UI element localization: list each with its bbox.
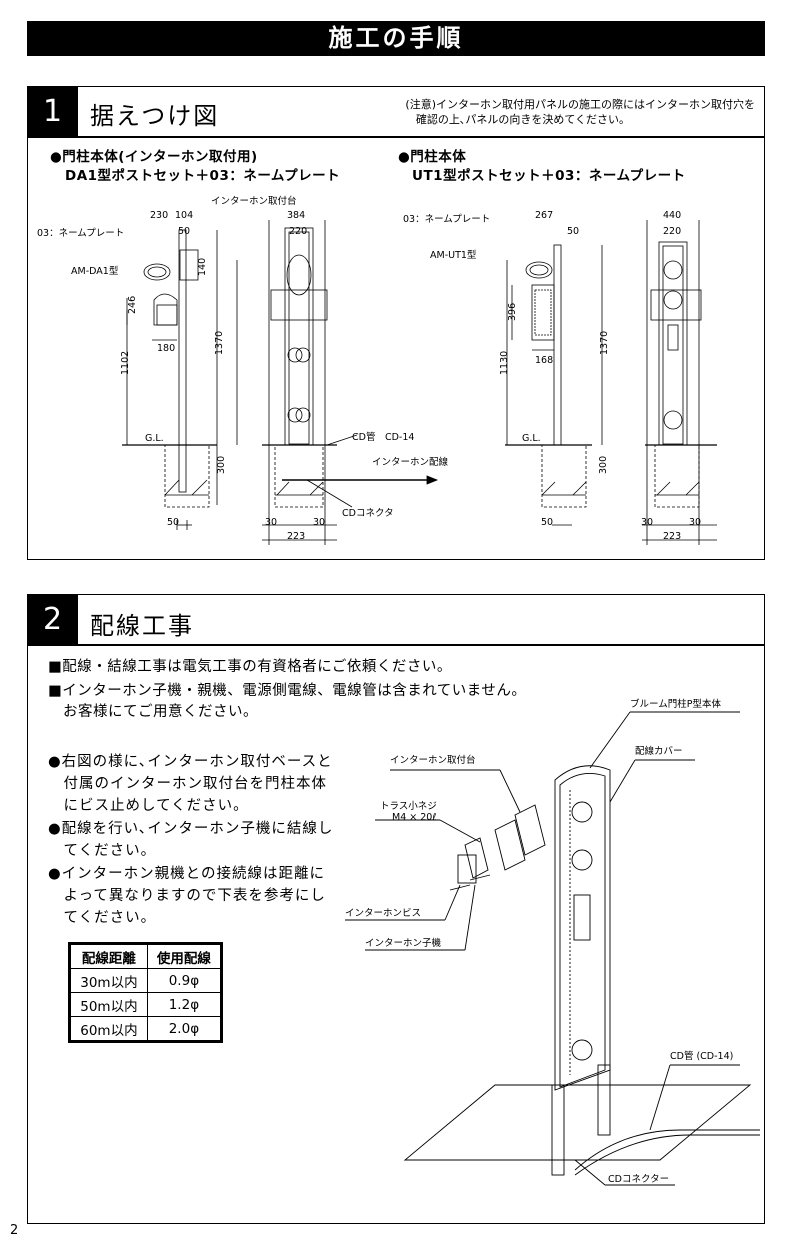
dim-50: 50 [178,226,190,237]
dim-140: 140 [197,258,208,276]
ut1-front-view [642,220,717,545]
label-cd-connector: CDコネクター [608,1174,669,1185]
dim-168: 168 [535,355,553,366]
section-divider [27,644,765,646]
section-installation-drawing [27,86,765,560]
da1-front-view [236,220,439,545]
label-truss-screw: トラス小ネジ [380,801,437,812]
label-cd-connector: CDコネクタ [342,508,394,519]
table-cell: 1.2φ [146,992,222,1017]
table-row: 60m以内 2.0φ [70,1016,222,1041]
label-gl-right: G.L. [522,433,541,444]
table-header: 使用配線 [146,944,222,969]
section-number: 1 [27,86,78,137]
label-am-da1: AM-DA1型 [71,266,119,277]
page-number: 2 [10,1223,19,1238]
label-cd-pipe: CD管 CD-14 [352,431,414,443]
instruction-2: 付属のインターホン取付台を門柱本体 [48,776,327,792]
table-cell: 60m以内 [70,1016,148,1041]
left-heading-1: ●門柱本体(インターホン取付用) [50,149,258,165]
label-nameplate-left: 03：ネームプレート [37,228,124,239]
table-row: 30m以内 0.9φ [70,968,222,993]
wiring-table: 配線距離 使用配線 30m以内 0.9φ 50m以内 1.2φ 60m以内 2.… [68,942,223,1043]
left-heading-2: DA1型ポストセット＋03：ネームプレート [65,168,341,184]
label-intercom-unit: インターホン子機 [365,937,442,949]
instruction-7: よって異なりますので下表を参考にし [48,888,326,904]
dim-180: 180 [157,343,175,354]
dim-30-left: 30 [265,517,277,528]
table-cell: 0.9φ [146,968,222,993]
instruction-8: てください。 [48,910,157,926]
dim-223-r: 223 [663,531,681,542]
label-screw-size: M4 × 20ℓ [392,812,436,823]
dim-396: 396 [507,303,518,321]
dim-440: 440 [663,210,681,221]
table-header-row: 配線距離 使用配線 [70,944,222,969]
installation-note-line1: (注意)インターホン取付用パネルの施工の際にはインターホン取付穴を [405,98,755,111]
dim-50-bottom-r: 50 [541,517,553,528]
dim-30-left-r: 30 [641,517,653,528]
label-wiring-cover: 配線カバー [635,745,683,757]
dim-1370: 1370 [214,331,225,355]
dim-300-r: 300 [598,456,609,474]
section-title: 据えつけ図 [90,102,220,130]
dim-50-r: 50 [567,226,579,237]
bullet-2-cont: お客様にてご用意ください。 [48,704,258,720]
section-wiring [27,594,765,1224]
label-gl-left: G.L. [145,433,164,444]
instruction-4: ●配線を行い､インターホン子機に結線し [48,821,334,837]
da1-side-view [122,229,218,530]
dim-50-bottom: 50 [167,517,179,528]
table-cell: 50m以内 [70,992,148,1017]
instruction-5: てください。 [48,843,157,859]
dim-1370-r: 1370 [599,331,610,355]
label-intercom-wire: インターホン配線 [372,456,449,468]
page-title: 施工の手順 [27,21,765,56]
section-title: 配線工事 [90,612,194,640]
dim-220-r: 220 [663,226,681,237]
table-cell: 30m以内 [70,968,148,993]
instruction-1: ●右図の様に､インターホン取付ベースと [48,754,333,770]
dim-300: 300 [216,456,227,474]
dim-1130: 1130 [499,351,510,375]
table-row: 50m以内 1.2φ [70,992,222,1017]
table-header: 配線距離 [70,944,148,969]
dim-104: 104 [175,210,193,221]
bullet-2: ■インターホン子機・親機、電源側電線、電線管は含まれていません。 [48,683,527,699]
label-intercom-base: インターホン取付台 [211,195,297,207]
right-heading-1: ●門柱本体 [398,149,467,165]
instruction-6: ●インターホン親機との接続線は距離に [48,866,326,882]
dim-223: 223 [287,531,305,542]
section-number: 2 [27,594,78,645]
label-nameplate-right: 03：ネームプレート [403,214,490,225]
dim-220: 220 [289,226,307,237]
dim-1102: 1102 [120,351,131,375]
wiring-figure: ブルーム門柱P型本体 配線カバー インターホン取付台 トラス小ネジ M4 × 2… [345,698,760,1186]
right-heading-2: UT1型ポストセット＋03：ネームプレート [412,168,686,184]
installation-note-line2: 確認の上､パネルの向きを決めてください。 [415,113,630,126]
dim-246: 246 [127,296,138,314]
table-cell: 2.0φ [146,1016,222,1041]
dim-384: 384 [287,210,305,221]
bullet-1: ■配線・結線工事は電気工事の有資格者にご依頼ください。 [48,659,452,675]
label-intercom-base: インターホン取付台 [390,754,476,766]
instruction-3: にビス止めしてください。 [48,798,249,814]
label-cd-pipe: CD管 (CD-14) [670,1050,733,1062]
installation-drawing: 230 104 50 140 246 180 1102 1370 300 50 … [37,195,717,545]
dim-30-right: 30 [313,517,325,528]
section-divider [27,136,765,138]
ut1-side-view [505,244,603,526]
label-am-ut1: AM-UT1型 [430,250,477,261]
dim-30-right-r: 30 [689,517,701,528]
label-intercom-screw: インターホンビス [345,908,421,919]
dim-267: 267 [535,210,553,221]
dim-230: 230 [150,210,168,221]
label-pillar-body: ブルーム門柱P型本体 [630,698,721,710]
